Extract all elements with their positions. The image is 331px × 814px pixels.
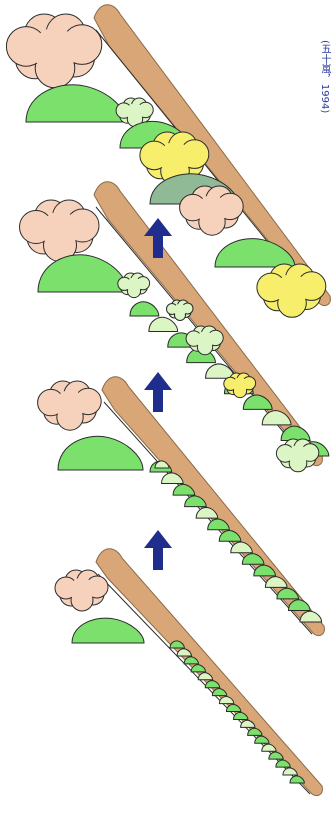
shrub-cloud (38, 381, 102, 430)
yellow-shrub (257, 264, 326, 317)
green-bush (58, 436, 143, 470)
shrub-cloud (20, 200, 100, 262)
up-arrow-icon (144, 372, 172, 412)
medium-plant (130, 302, 159, 316)
ridge-stage-4 (94, 5, 330, 306)
pale-shrub (167, 300, 194, 321)
pale-shrub (276, 439, 318, 472)
up-arrow-icon (144, 530, 172, 570)
source-credit: (五十嵐，1994) (319, 40, 330, 113)
green-bush (72, 618, 144, 643)
green-bush (26, 85, 126, 122)
green-bush (38, 255, 128, 292)
shrub-cloud (6, 14, 101, 88)
ridge-stage-1-slope-line (98, 574, 310, 794)
shrub-cloud (55, 570, 108, 611)
medium-plant (149, 317, 178, 331)
